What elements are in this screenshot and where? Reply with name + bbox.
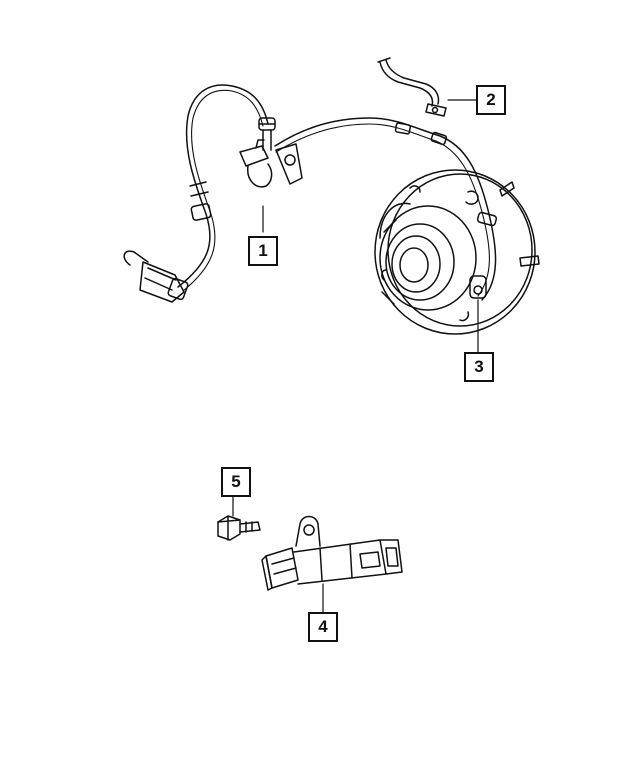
harness-cable-to-hub [274,117,497,301]
harness-cable [177,84,269,288]
hub-sensor-mount [469,275,487,299]
wheel-speed-sensor [261,515,403,591]
hub-bore [399,247,429,283]
wheel-speed-sensor-harness [123,84,498,303]
harness-connector [123,250,189,303]
upper-cable-clip [394,122,448,146]
hub-and-bearing-assembly [374,169,540,335]
callout-4: 4 [308,612,338,642]
harness-cable-inner [182,89,264,292]
callout-3: 3 [464,352,494,382]
harness-mounting-clip [239,139,303,188]
wheel-studs [381,181,540,322]
bearing-housing [379,205,477,311]
hub-cable-clip [476,211,498,227]
bolt [217,515,261,541]
callout-2: 2 [476,85,506,115]
cable-sleeve [189,181,212,221]
hub-flange [374,169,536,335]
harness-cable-to-hub-inner [275,123,490,297]
callout-5: 5 [221,467,251,497]
leader-lines [232,99,479,613]
sensor-bracket [377,57,447,117]
callout-1: 1 [248,236,278,266]
